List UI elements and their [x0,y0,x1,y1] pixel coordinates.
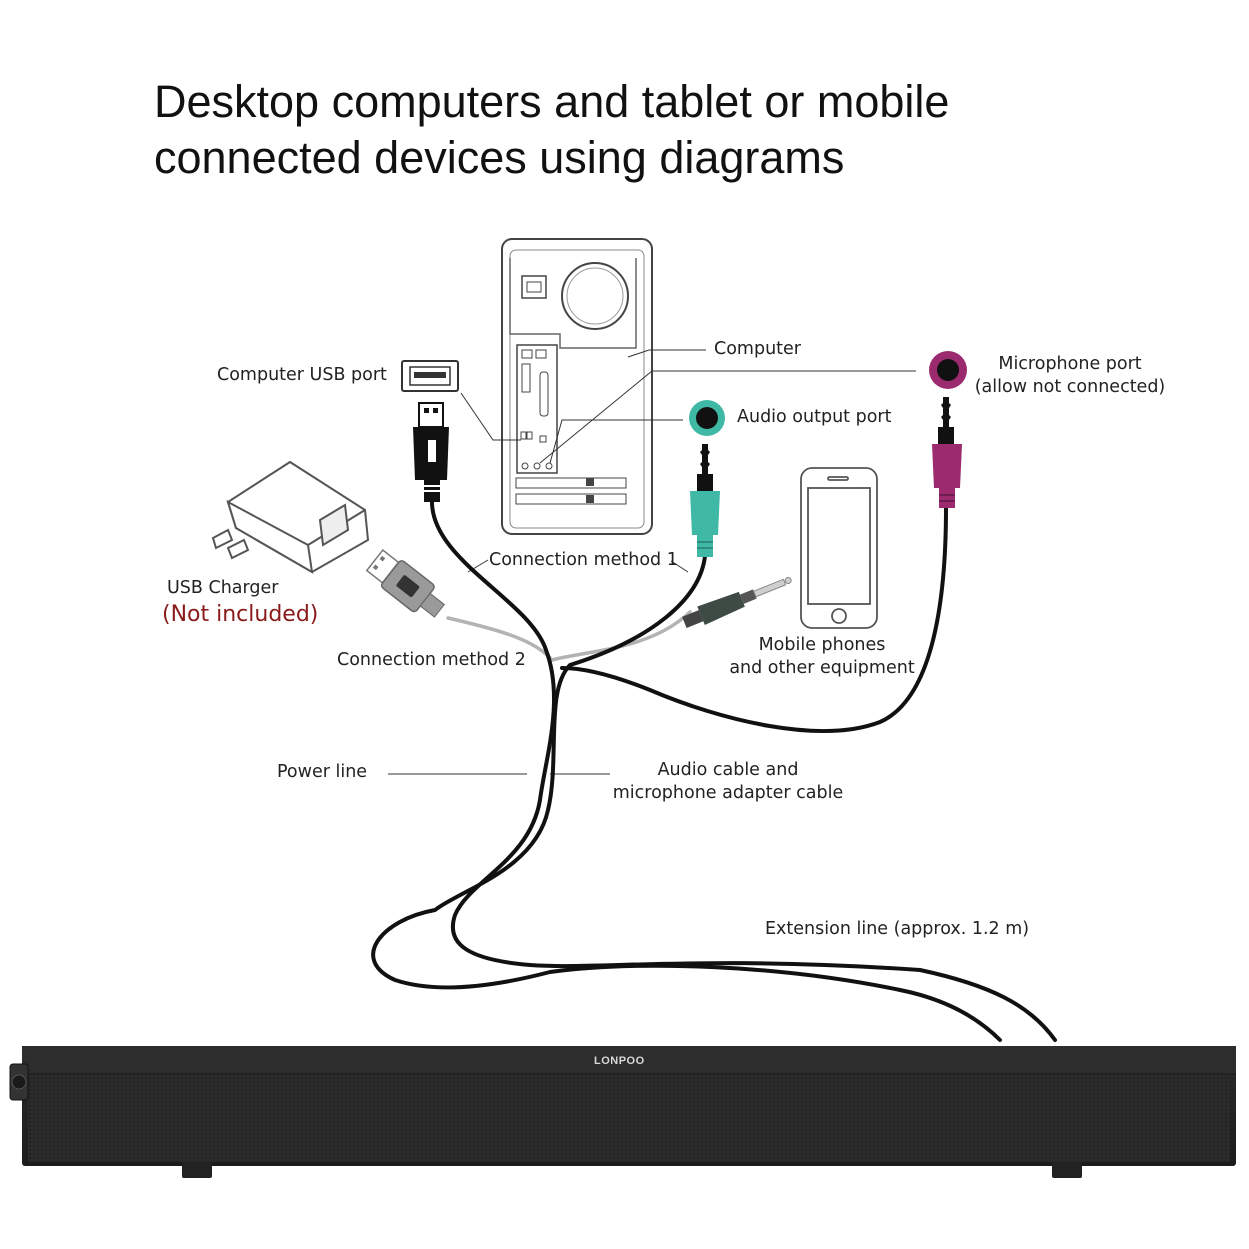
label-audio-cable-line-2: microphone adapter cable [612,783,844,803]
microphone-jack-icon [932,397,962,508]
label-mobile-phones: Mobile phones and other equipment [712,634,932,680]
usb-charger-icon [211,460,370,574]
page-title: Desktop computers and tablet or mobile c… [154,74,949,186]
computer-tower-icon [501,238,653,535]
usb-plug-icon [413,402,449,502]
label-connection-method-1: Connection method 1 [489,550,678,570]
label-computer: Computer [714,339,801,359]
cables [371,498,1057,1042]
label-microphone-port-title: Microphone port [998,354,1142,374]
label-audio-cable: Audio cable and microphone adapter cable [603,759,853,805]
audio-output-port-icon [689,400,725,436]
label-connection-method-2: Connection method 2 [337,650,526,670]
audio-jack-icon [690,444,720,557]
label-microphone-port: Microphone port (allow not connected) [970,353,1170,399]
label-not-included: (Not included) [162,602,319,627]
title-line-1: Desktop computers and tablet or mobile [154,76,950,127]
soundbar-icon [9,1046,1236,1178]
label-mobile-line-1: Mobile phones [758,635,886,655]
usb-port-icon [401,360,459,392]
label-usb-charger: USB Charger [167,578,279,598]
label-computer-usb-port: Computer USB port [217,365,387,385]
label-audio-output-port: Audio output port [737,407,892,427]
usb-plug-gray-icon [365,549,446,618]
label-audio-cable-line-1: Audio cable and [657,760,799,780]
smartphone-icon [800,467,878,629]
label-power-line: Power line [277,762,368,782]
label-microphone-port-note: (allow not connected) [974,377,1166,397]
label-mobile-line-2: and other equipment [729,658,915,678]
title-line-2: connected devices using diagrams [154,132,845,183]
mobile-audio-jack-icon [682,577,792,629]
leader-lines [388,349,916,775]
microphone-port-icon [929,351,967,389]
brand-logo: LONPOO [594,1055,645,1067]
label-extension-line: Extension line (approx. 1.2 m) [765,919,1030,939]
